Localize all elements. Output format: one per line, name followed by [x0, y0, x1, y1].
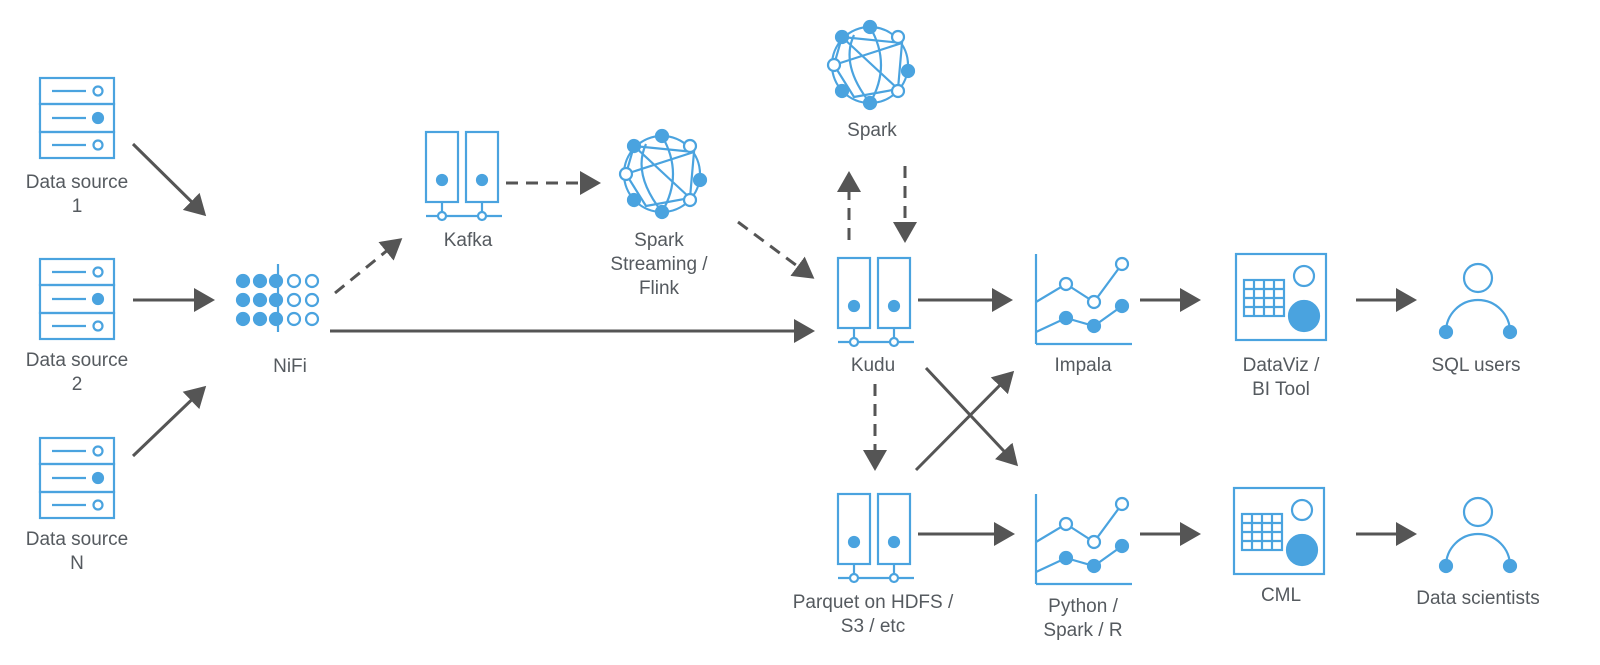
- node-kudu: Kudu: [836, 256, 916, 376]
- node-label: Data source: [26, 350, 128, 371]
- line-chart-icon: [1034, 492, 1134, 586]
- server-icon: [38, 76, 116, 160]
- node-label: DataViz /: [1243, 355, 1320, 376]
- node-label: CML: [1261, 585, 1301, 606]
- node-dataviz: DataViz / BI Tool: [1234, 252, 1328, 400]
- node-label: NiFi: [273, 356, 307, 377]
- node-label: 2: [72, 374, 83, 395]
- node-parquet: Parquet on HDFS / S3 / etc: [793, 492, 954, 637]
- node-label: Spark: [847, 120, 897, 141]
- network-globe-icon: [826, 19, 916, 111]
- storage-icon: [424, 130, 504, 222]
- node-data-scientists: Data scientists: [1416, 496, 1540, 609]
- node-label: Data scientists: [1416, 588, 1540, 609]
- node-label: Data source: [26, 172, 128, 193]
- node-label: Kudu: [851, 355, 895, 376]
- node-label: Spark: [634, 230, 684, 251]
- edge-source1-nifi: [131, 142, 207, 217]
- node-label: 1: [72, 196, 83, 217]
- node-label: S3 / etc: [841, 616, 905, 637]
- node-nifi: NiFi: [235, 262, 320, 377]
- node-label: BI Tool: [1252, 379, 1310, 400]
- edge-parquet-impala: [914, 370, 1015, 472]
- node-data-source-1: Data source 1: [26, 76, 128, 217]
- node-data-source-n: Data source N: [26, 436, 128, 574]
- user-icon: [1438, 262, 1518, 340]
- node-python: Python / Spark / R: [1034, 492, 1134, 641]
- dashboard-icon: [1232, 486, 1326, 576]
- node-label: Data source: [26, 529, 128, 550]
- node-cml: CML: [1232, 486, 1326, 606]
- node-label: Parquet on HDFS /: [793, 592, 954, 613]
- node-label: N: [70, 553, 84, 574]
- storage-icon: [836, 256, 916, 348]
- server-icon: [38, 257, 116, 341]
- node-spark: Spark: [826, 19, 916, 141]
- storage-icon: [836, 492, 916, 584]
- node-label: Python /: [1048, 596, 1118, 617]
- node-impala: Impala: [1034, 252, 1134, 376]
- node-label: Flink: [639, 278, 680, 299]
- node-kafka: Kafka: [424, 130, 504, 251]
- user-icon: [1438, 496, 1518, 574]
- edge-nifi-kafka: [334, 238, 403, 295]
- edge-sparkstreaming-kudu: [737, 220, 815, 279]
- node-label: Streaming /: [610, 254, 708, 275]
- node-sql-users: SQL users: [1431, 262, 1521, 376]
- node-label: SQL users: [1431, 355, 1520, 376]
- edge-sourceN-nifi: [131, 385, 207, 458]
- node-data-source-2: Data source 2: [26, 257, 128, 395]
- nifi-icon: [235, 262, 320, 334]
- line-chart-icon: [1034, 252, 1134, 346]
- server-icon: [38, 436, 116, 520]
- edges: [131, 142, 1417, 546]
- node-spark-streaming: Spark Streaming / Flink: [610, 128, 708, 299]
- network-globe-icon: [618, 128, 708, 220]
- node-label: Kafka: [444, 230, 493, 251]
- node-label: Impala: [1054, 355, 1111, 376]
- node-label: Spark / R: [1043, 620, 1122, 641]
- dashboard-icon: [1234, 252, 1328, 342]
